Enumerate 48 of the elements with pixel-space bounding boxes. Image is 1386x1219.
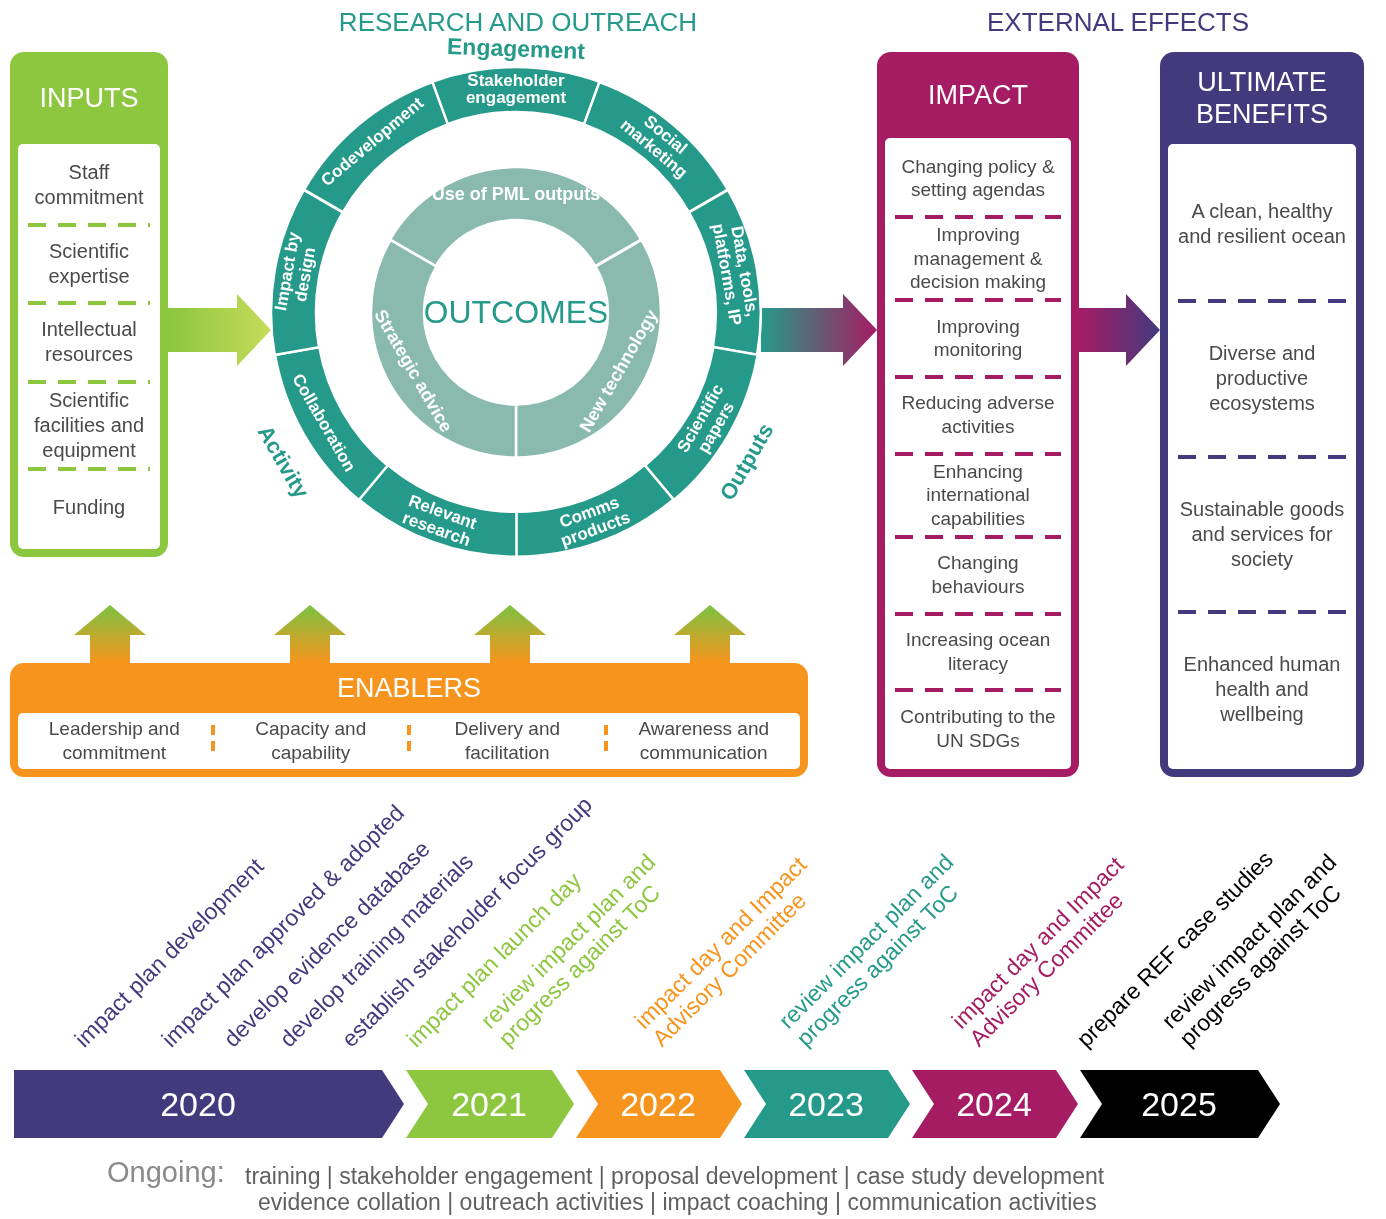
block-arrow xyxy=(761,294,877,366)
list-item: Reducing adverse activities xyxy=(885,378,1071,452)
year-band: 2022 xyxy=(576,1070,742,1138)
list-item: Enhanced human health and wellbeing xyxy=(1168,613,1356,765)
list-item: A clean, healthy and resilient ocean xyxy=(1168,148,1356,300)
list-item: Improving monitoring xyxy=(885,302,1071,375)
list-item: Scientific facilities and equipment xyxy=(18,383,160,467)
column-panel xyxy=(10,52,168,557)
column-panel xyxy=(877,52,1079,777)
year-band: 2023 xyxy=(744,1070,910,1138)
year-band: 2021 xyxy=(406,1070,574,1138)
list-item: Scientific expertise xyxy=(18,226,160,301)
panel-heading: ULTIMATE BENEFITS xyxy=(1195,65,1329,131)
list-item: Awareness and communication xyxy=(607,717,800,765)
year-band: 2020 xyxy=(14,1070,404,1138)
ongoing-note: Ongoing: xyxy=(107,1156,225,1189)
list-item: Funding xyxy=(18,470,160,545)
section-heading: EXTERNAL EFFECTS xyxy=(987,6,1249,38)
list-item: Contributing to the UN SDGs xyxy=(885,692,1071,765)
ring-segment: Data, tools, platforms, IP xyxy=(689,189,761,355)
list-item: Delivery and facilitation xyxy=(411,717,604,765)
block-arrow xyxy=(74,605,146,663)
column-panel xyxy=(1160,52,1364,777)
list-item: Sustainable goods and services for society xyxy=(1168,458,1356,610)
list-item: Intellectual resources xyxy=(18,305,160,380)
list-item: Leadership and commitment xyxy=(18,717,211,765)
list-item: Changing policy & setting agendas xyxy=(885,142,1071,215)
list-item: Changing behaviours xyxy=(885,538,1071,612)
year-band: 2024 xyxy=(912,1070,1078,1138)
list-item: Staff commitment xyxy=(18,148,160,223)
list-item: Capacity and capability xyxy=(214,717,407,765)
block-arrow xyxy=(1079,294,1160,366)
block-arrow xyxy=(674,605,746,663)
column-panel xyxy=(10,663,808,777)
ring-segment: Impact by design xyxy=(271,189,343,355)
block-arrow xyxy=(274,605,346,663)
list-item: Enhancing international capabilities xyxy=(885,455,1071,535)
block-arrow xyxy=(168,294,271,366)
panel-heading: ENABLERS xyxy=(335,671,483,705)
list-item: Improving management & decision making xyxy=(885,218,1071,298)
panel-heading: IMPACT xyxy=(927,78,1029,112)
list-item: Increasing ocean literacy xyxy=(885,615,1071,689)
ongoing-note: training | stakeholder engagement | proposal development | case study development xyxy=(245,1163,1105,1190)
panel-heading: INPUTS xyxy=(38,81,140,115)
ongoing-note: evidence collation | outreach activities | impact coaching | communication activities xyxy=(258,1189,1097,1216)
block-arrow xyxy=(474,605,546,663)
list-item: Diverse and productive ecosystems xyxy=(1168,303,1356,455)
year-band: 2025 xyxy=(1080,1070,1280,1138)
